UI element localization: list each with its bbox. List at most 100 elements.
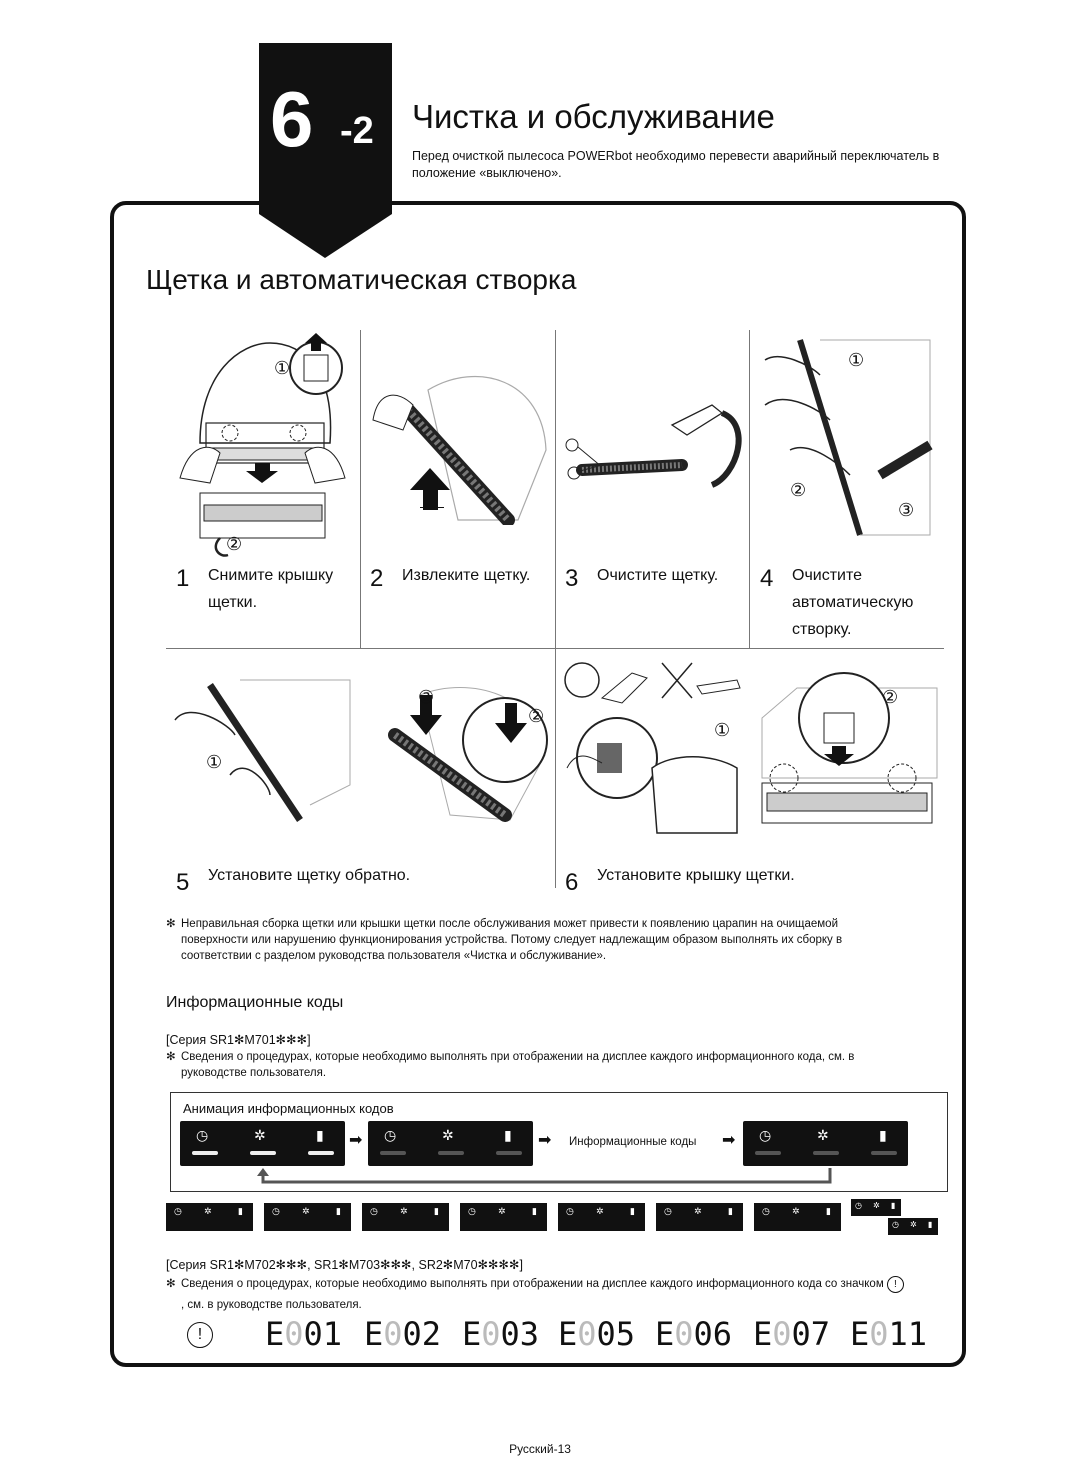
indicator-bar bbox=[250, 1151, 276, 1155]
indicator-bar bbox=[755, 1151, 781, 1155]
mini-display-panel: ◷ ✲ ▮ bbox=[851, 1199, 901, 1216]
clock-icon: ◷ bbox=[566, 1206, 574, 1216]
battery-icon: ▮ bbox=[891, 1201, 896, 1210]
arrow-right-icon: ➡ bbox=[722, 1132, 736, 1149]
extract-brush-illustration bbox=[372, 376, 547, 525]
animation-title: Анимация информационных кодов bbox=[183, 1101, 394, 1116]
clean-brush-illustration bbox=[565, 404, 742, 488]
callout-2: ② bbox=[790, 480, 807, 500]
step-text: Снимите крышку щетки. bbox=[208, 567, 334, 611]
fan-icon: ✲ bbox=[873, 1201, 880, 1210]
divider bbox=[166, 648, 944, 649]
clock-icon: ◷ bbox=[272, 1206, 280, 1216]
fan-icon: ✲ bbox=[792, 1206, 800, 1216]
chapter-number: 6 bbox=[270, 75, 313, 163]
animation-label: Информационные коды bbox=[569, 1136, 697, 1148]
mini-display-panel: ◷ ✲ ▮ bbox=[558, 1203, 645, 1231]
fan-icon: ✲ bbox=[204, 1206, 212, 1216]
step-text: Очистите автоматическую створку. bbox=[792, 567, 914, 638]
arrow-base bbox=[420, 507, 444, 508]
info-code: E002 bbox=[364, 1315, 442, 1353]
exclamation-icon: ! bbox=[886, 1276, 904, 1293]
mini-display-panel: ◷ ✲ ▮ bbox=[888, 1218, 938, 1235]
callout-3: ③ bbox=[898, 500, 915, 520]
clock-icon: ◷ bbox=[892, 1220, 899, 1229]
divider bbox=[555, 330, 556, 888]
reinstall-brush-illustration bbox=[174, 679, 548, 822]
callout-2: ② bbox=[528, 706, 545, 726]
clock-icon: ◷ bbox=[468, 1206, 476, 1216]
battery-icon: ▮ bbox=[879, 1127, 887, 1143]
display-panel: ◷ ✲ ▮ bbox=[180, 1121, 345, 1166]
note-mark: ✻ bbox=[166, 918, 176, 930]
info-code: E001 bbox=[265, 1315, 343, 1353]
battery-icon: ▮ bbox=[316, 1127, 324, 1143]
content-frame bbox=[110, 201, 966, 1367]
step-number: 5 bbox=[176, 869, 190, 896]
callout-1: ① bbox=[848, 350, 865, 370]
fan-icon: ✲ bbox=[442, 1127, 454, 1143]
indicator-bar bbox=[308, 1151, 334, 1155]
step-number: 2 bbox=[370, 565, 384, 592]
clean-auto-shutter-illustration bbox=[764, 339, 933, 536]
section-title: Щетка и автоматическая створка bbox=[146, 264, 577, 295]
clock-icon: ◷ bbox=[759, 1127, 772, 1143]
remove-brush-cover-illustration bbox=[179, 333, 346, 557]
display-panel: ◷ ✲ ▮ bbox=[368, 1121, 533, 1166]
battery-icon: ▮ bbox=[434, 1206, 439, 1216]
reinstall-brush-cover-illustration bbox=[564, 662, 938, 834]
mini-display-panel: ◷ ✲ ▮ bbox=[656, 1203, 743, 1231]
callout-2: ② bbox=[882, 687, 899, 707]
fan-icon: ✲ bbox=[910, 1220, 917, 1229]
indicator-bar bbox=[871, 1151, 897, 1155]
battery-icon: ▮ bbox=[532, 1206, 537, 1216]
callout-1: ① bbox=[714, 720, 731, 740]
series-label: [Серия SR1✻M701✻✻✻] bbox=[166, 1033, 311, 1047]
note-text: Сведения о процедурах, которые необходим… bbox=[181, 1051, 855, 1079]
indicator-bar bbox=[380, 1151, 406, 1155]
battery-icon: ▮ bbox=[504, 1127, 512, 1143]
battery-icon: ▮ bbox=[630, 1206, 635, 1216]
info-code: E007 bbox=[753, 1315, 831, 1353]
divider bbox=[749, 330, 750, 648]
callout-3: ③ bbox=[418, 687, 435, 707]
display-panel: ◷ ✲ ▮ bbox=[743, 1121, 908, 1166]
clock-icon: ◷ bbox=[664, 1206, 672, 1216]
intro-text: Перед очисткой пылесоса POWERbot необход… bbox=[412, 149, 940, 180]
clock-icon: ◷ bbox=[384, 1127, 397, 1143]
fan-icon: ✲ bbox=[694, 1206, 702, 1216]
indicator-bar bbox=[496, 1151, 522, 1155]
clock-icon: ◷ bbox=[855, 1201, 862, 1210]
fan-icon: ✲ bbox=[254, 1127, 266, 1143]
step-number: 6 bbox=[565, 869, 579, 896]
indicator-bar bbox=[813, 1151, 839, 1155]
callout-2: ② bbox=[226, 534, 243, 554]
fan-icon: ✲ bbox=[400, 1206, 408, 1216]
clock-icon: ◷ bbox=[196, 1127, 209, 1143]
fan-icon: ✲ bbox=[596, 1206, 604, 1216]
battery-icon: ▮ bbox=[728, 1206, 733, 1216]
mini-display-panel: ◷ ✲ ▮ bbox=[264, 1203, 351, 1231]
mini-display-panel: ◷ ✲ ▮ bbox=[754, 1203, 841, 1231]
divider bbox=[360, 330, 361, 648]
fan-icon: ✲ bbox=[817, 1127, 829, 1143]
battery-icon: ▮ bbox=[928, 1220, 933, 1229]
info-codes-title: Информационные коды bbox=[166, 994, 344, 1011]
clock-icon: ◷ bbox=[762, 1206, 770, 1216]
step-text: Очистите щетку. bbox=[597, 567, 719, 584]
info-code: E003 bbox=[462, 1315, 540, 1353]
indicator-bar bbox=[192, 1151, 218, 1155]
loop-arrow bbox=[257, 1168, 832, 1184]
clock-icon: ◷ bbox=[370, 1206, 378, 1216]
callout-1: ① bbox=[206, 752, 223, 772]
clock-icon: ◷ bbox=[174, 1206, 182, 1216]
step-number: 1 bbox=[176, 565, 190, 592]
battery-icon: ▮ bbox=[238, 1206, 243, 1216]
note-text: Неправильная сборка щетки или крышки щет… bbox=[181, 918, 843, 962]
battery-icon: ▮ bbox=[826, 1206, 831, 1216]
info-code: E005 bbox=[558, 1315, 636, 1353]
mini-display-panel: ◷ ✲ ▮ bbox=[362, 1203, 449, 1231]
note-text: Сведения о процедурах, которые необходим… bbox=[181, 1278, 884, 1290]
step-text: Извлеките щетку. bbox=[402, 567, 531, 584]
indicator-bar bbox=[438, 1151, 464, 1155]
